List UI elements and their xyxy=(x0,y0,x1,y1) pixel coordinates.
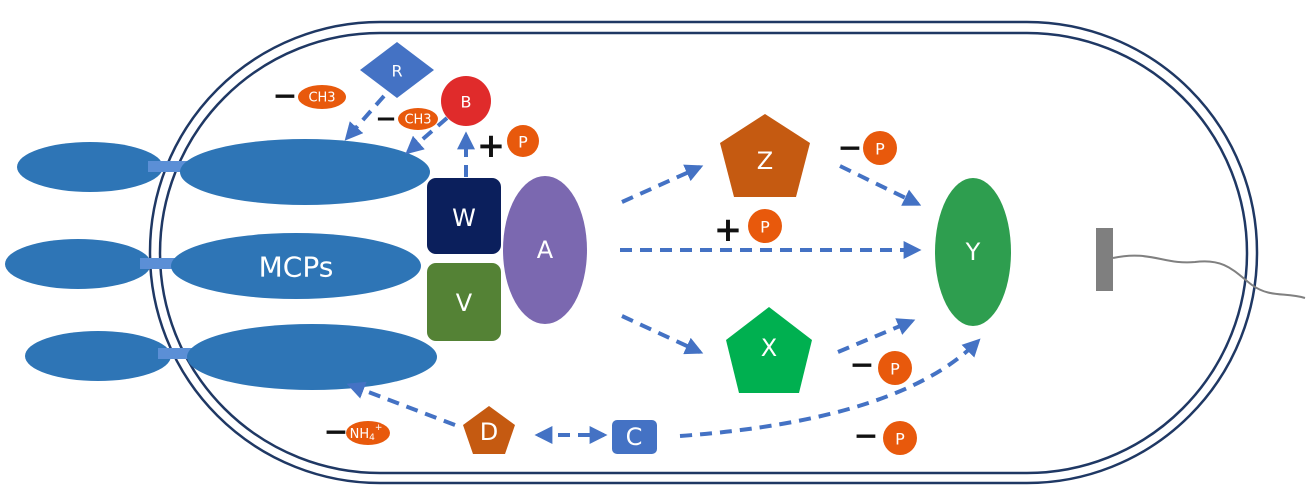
node-x: X xyxy=(726,307,812,393)
node-b-label: B xyxy=(461,93,472,112)
mod-nh4: − NH4+ xyxy=(323,415,390,450)
pathway-arrows xyxy=(344,94,981,444)
receptor-linker-mid xyxy=(140,258,180,269)
node-a-label: A xyxy=(537,236,554,264)
mod-ch3-b-sign: − xyxy=(375,104,397,134)
arrow-z-to-y xyxy=(839,164,922,206)
arrow-x-to-y xyxy=(837,318,916,354)
node-z: Z xyxy=(720,114,810,197)
mod-p-z-sign: − xyxy=(837,131,862,166)
node-y-label: Y xyxy=(965,238,981,266)
node-r-label: R xyxy=(391,62,402,81)
node-x-label: X xyxy=(761,334,777,362)
mod-ch3-left: − CH3 xyxy=(272,79,346,114)
arrow-r-to-mcp xyxy=(344,94,386,141)
arrow-a-to-x xyxy=(621,314,704,355)
node-b: B xyxy=(441,76,491,126)
receptor-outer-top xyxy=(17,142,163,192)
mod-nh4-sup: + xyxy=(375,423,383,433)
node-z-label: Z xyxy=(757,147,773,175)
arrow-d-to-mcp xyxy=(346,381,456,427)
mod-nh4-label: NH4+ xyxy=(350,423,383,443)
node-d: D xyxy=(463,406,515,454)
mod-p-z: − P xyxy=(837,131,897,166)
node-w-label: W xyxy=(452,204,476,232)
mod-p-b-sign: + xyxy=(477,126,506,166)
cell-inner-membrane xyxy=(158,31,1249,475)
mod-ch3-b: − CH3 xyxy=(375,104,438,134)
mod-nh4-base: NH xyxy=(350,427,370,442)
mod-p-a-label: P xyxy=(760,218,770,237)
receptor-linker-top xyxy=(148,161,188,172)
node-c: C xyxy=(612,420,657,454)
mod-nh4-sign: − xyxy=(323,415,348,450)
arrow-a-to-z xyxy=(621,164,704,204)
mcps-label: MCPs xyxy=(259,251,334,284)
mod-p-c: − P xyxy=(853,419,917,455)
mod-p-x-label: P xyxy=(890,360,900,379)
mod-p-z-label: P xyxy=(875,140,885,159)
node-c-label: C xyxy=(626,423,643,451)
mod-p-c-label: P xyxy=(895,430,905,449)
cell-outer-membrane xyxy=(148,20,1259,485)
node-a: A xyxy=(503,176,587,324)
receptor-linker-bot xyxy=(158,348,202,359)
node-r: R xyxy=(360,42,434,98)
receptor-inner-mid xyxy=(171,233,421,299)
arrow-b-to-mcp xyxy=(405,116,449,155)
mod-p-x: − P xyxy=(849,348,912,385)
node-v-label: V xyxy=(456,289,473,317)
node-y: Y xyxy=(935,178,1011,326)
arrow-c-to-y xyxy=(679,338,981,438)
receptor-inner-bot xyxy=(187,324,437,390)
mod-p-x-sign: − xyxy=(849,348,874,383)
node-v: V xyxy=(427,263,501,341)
receptor-outer-mid xyxy=(5,239,151,289)
mod-p-b-label: P xyxy=(518,133,528,152)
mod-p-a: + P xyxy=(714,209,782,250)
receptor-inner-top xyxy=(180,139,430,205)
mod-ch3-b-label: CH3 xyxy=(404,113,431,128)
node-w: W xyxy=(427,178,501,254)
node-d-label: D xyxy=(480,418,498,446)
mod-nh4-sub: 4 xyxy=(369,433,375,443)
flagellum xyxy=(1112,254,1306,299)
mod-p-a-sign: + xyxy=(714,210,743,250)
mod-p-b: + P xyxy=(477,125,539,166)
mcp-receptors: MCPs xyxy=(5,139,437,390)
mod-p-c-sign: − xyxy=(853,419,878,454)
receptor-outer-bot xyxy=(25,331,171,381)
flagellar-motor xyxy=(1096,228,1113,291)
mod-ch3-left-label: CH3 xyxy=(308,91,335,106)
mod-ch3-left-sign: − xyxy=(272,79,297,114)
